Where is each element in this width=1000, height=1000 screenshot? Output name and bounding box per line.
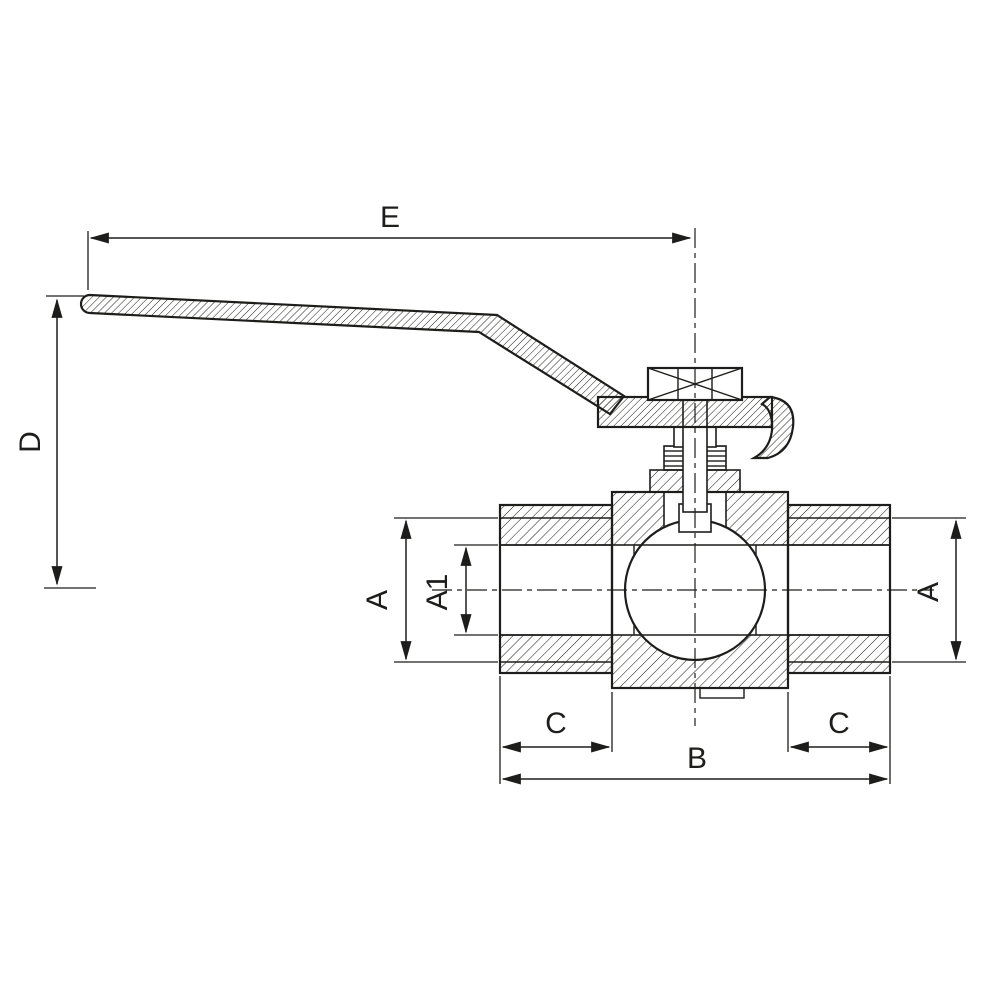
- centre-housing: [610, 490, 790, 699]
- dim-label-A1: A1: [421, 574, 454, 611]
- dimension-A-left: A: [361, 517, 498, 663]
- left-port: [498, 503, 614, 675]
- dimension-A1: A1: [421, 544, 498, 636]
- left-port-wall-top: [499, 504, 613, 546]
- right-port-wall-bottom: [787, 634, 891, 674]
- handle-hub-plate: [596, 395, 774, 429]
- bottom-boss: [699, 687, 745, 699]
- dimension-E: E: [87, 201, 692, 290]
- left-port-wall-bottom: [499, 634, 613, 674]
- right-port: [786, 503, 892, 675]
- dim-label-D: D: [14, 431, 47, 453]
- dimensions: E D A A1 A: [14, 201, 966, 785]
- dim-label-B: B: [687, 742, 707, 775]
- dimension-D: D: [14, 295, 96, 589]
- dimension-B: B: [501, 742, 889, 785]
- dim-label-A-right: A: [912, 582, 945, 602]
- right-port-wall-top: [787, 504, 891, 546]
- centre-lines: [432, 228, 934, 726]
- dim-label-A-left: A: [361, 590, 394, 610]
- dim-label-E: E: [380, 201, 400, 234]
- handle-end-hook: [749, 395, 795, 460]
- dimension-A-right: A: [892, 517, 966, 663]
- handle-arm: [79, 293, 626, 416]
- dimension-C-left: C: [499, 676, 613, 784]
- dimension-C-right: C: [787, 676, 891, 784]
- dim-label-C-right: C: [828, 707, 850, 740]
- dim-label-C-left: C: [545, 707, 567, 740]
